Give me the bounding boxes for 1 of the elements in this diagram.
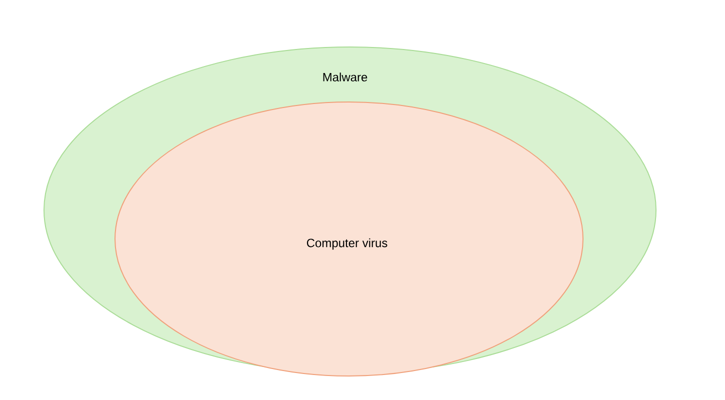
ellipse-region: Computer virus — [114, 102, 584, 376]
